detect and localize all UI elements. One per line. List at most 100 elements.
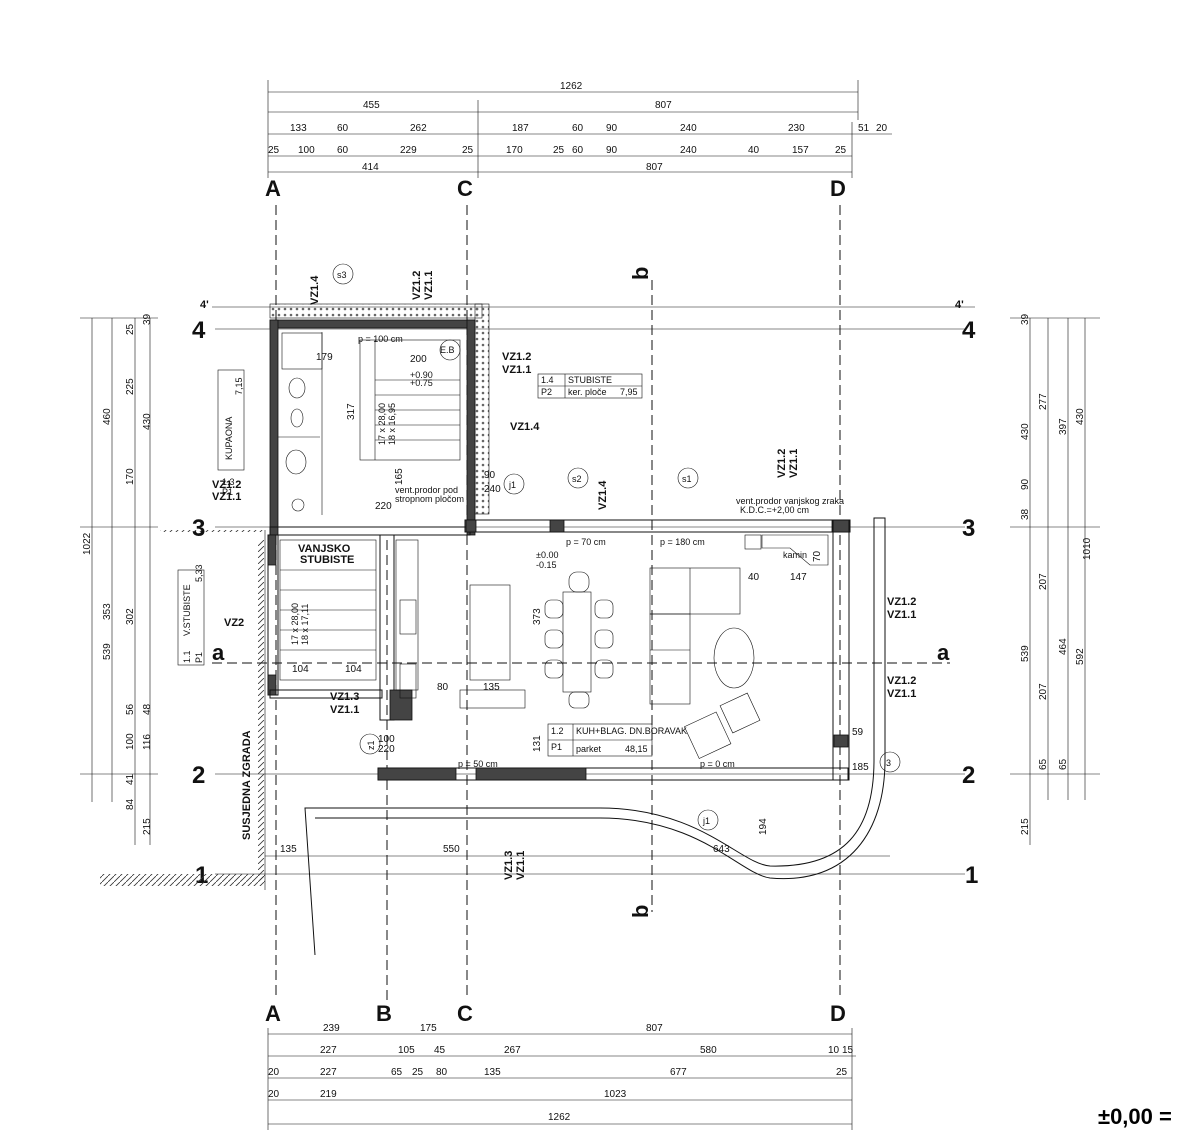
dim-left-mid: 430 (142, 413, 153, 430)
dim-top-r4: 240 (680, 145, 697, 156)
dim-left-total: 1022 (82, 532, 93, 555)
dim-top-r3: 230 (788, 123, 805, 134)
el-box-label: E.B (440, 345, 455, 355)
axis-label-d-bottom: D (830, 1001, 846, 1026)
dim-bottom-r1: 239 (323, 1023, 340, 1034)
dim-top-r4: 25 (268, 145, 280, 156)
wall-type-vz11: VZ1.1 (515, 851, 527, 880)
room-no-v-stubiste: 1.1 (182, 650, 192, 663)
dim-bottom-r2: 227 (320, 1045, 337, 1056)
dim-100: 100 (378, 734, 395, 745)
wall-type-vz13: VZ1.3 (503, 851, 515, 880)
wall-type-vz2: VZ2 (224, 617, 244, 629)
room-floor-v-stubiste: P1 (194, 652, 204, 663)
dim-104: 104 (345, 664, 362, 675)
wall-type-vz12: VZ1.2 (776, 449, 788, 478)
exterior-staircase: VANJSKO STUBISTE 17 x 28,00 18 x 17,11 1… (177, 539, 377, 681)
outer-walls (267, 303, 851, 781)
dim-bottom-r4: 1023 (604, 1089, 627, 1100)
vent-note-4: K.D.C.=+2,00 cm (740, 505, 809, 515)
level-000: ±0.00 (536, 550, 558, 560)
dim-left-outer: 215 (142, 818, 153, 835)
dim-top-r3: 51 (858, 123, 870, 134)
marker-j1: j1 (702, 816, 710, 826)
dim-right-inner: 277 (1038, 393, 1049, 410)
axis-labels-bottom: A B C D (265, 1001, 846, 1026)
grid-label-3-right: 3 (962, 515, 975, 542)
wall-type-vz14: VZ1.4 (597, 480, 609, 510)
wall-type-vz12: VZ1.2 (887, 675, 916, 687)
dim-bottom-r2: 10 (828, 1045, 840, 1056)
dim-top-r3: 262 (410, 123, 427, 134)
dim-top-r4: 60 (337, 145, 349, 156)
staircase: E.B 200 +0.90 +0.75 17 x 28,00 18 x 16,9… (359, 339, 643, 461)
dim-right-small: 38 (1020, 508, 1031, 520)
room-area-living: 48,15 (625, 744, 648, 754)
dim-317: 317 (346, 403, 357, 420)
living-room: kamin 70 40 147 373 131 135 80 ±0.00 -0.… (395, 534, 829, 759)
dim-left-inner: 170 (125, 468, 136, 485)
wall-type-vz12: VZ1.2 (502, 351, 531, 363)
room-no-kupaona: 1.3 (222, 477, 235, 487)
wall-type-vz13: VZ1.3 (330, 691, 359, 703)
dim-top-r4: 157 (792, 145, 809, 156)
level-legend: ±0,00 = (1098, 1104, 1172, 1129)
dim-top-r3: 60 (572, 123, 584, 134)
dim-bottom-r4: 219 (320, 1089, 337, 1100)
dim-643: 643 (713, 844, 730, 855)
dim-bottom-r3: 80 (436, 1067, 448, 1078)
fireplace-label: kamin (783, 550, 807, 560)
axis-label-c-bottom: C (457, 1001, 473, 1026)
room-finish-living: parket (576, 744, 602, 754)
dim-top-total: 1262 (560, 81, 583, 92)
window-note: p = 100 cm (358, 334, 403, 344)
dim-right-inner: 65 (1038, 758, 1049, 770)
dim-right-small: 90 (1020, 478, 1031, 490)
dim-104: 104 (292, 664, 309, 675)
dim-left-inner: 302 (125, 608, 136, 625)
axis-label-d-top: D (830, 176, 846, 201)
dim-top-r3: 240 (680, 123, 697, 134)
dim-179: 179 (316, 352, 333, 363)
dim-left-small: 100 (125, 733, 136, 750)
dim-240: 240 (484, 484, 501, 495)
dim-left-small: 25 (125, 323, 136, 335)
dim-bottom-r3: 25 (836, 1067, 848, 1078)
marker-j1: j1 (508, 480, 516, 490)
marker-s3: s3 (337, 270, 347, 280)
vent-note-1: vent.prodor pod (395, 485, 458, 495)
marker-z1: z1 (366, 740, 376, 750)
dim-bottom-r3: 20 (268, 1067, 280, 1078)
dim-147: 147 (790, 572, 807, 583)
dim-185: 185 (852, 762, 869, 773)
dim-220: 220 (375, 501, 392, 512)
dim-top-r4: 170 (506, 145, 523, 156)
vent-note-3: vent.prodor vanjskog zraka (736, 496, 844, 506)
opening-labels: p = 70 cm p = 180 cm p = 50 cm p = 0 cm … (358, 334, 869, 773)
axis-label-a-bottom: A (265, 1001, 281, 1026)
room-name-v-stubiste: V.STUBISTE (182, 584, 192, 636)
dim-top-r4: 25 (553, 145, 565, 156)
wall-type-vz12: VZ1.2 (887, 596, 916, 608)
dim-top-r4: 25 (835, 145, 847, 156)
axis-labels-top: A C D (265, 176, 846, 201)
dim-bottom-r2: 580 (700, 1045, 717, 1056)
dim-top-r4: 229 (400, 145, 417, 156)
grid-label-3-left: 3 (192, 515, 205, 542)
dim-165: 165 (394, 468, 405, 485)
dim-right-outer: 430 (1020, 423, 1031, 440)
dim-right-inner: 207 (1038, 573, 1049, 590)
dim-top-r3: 90 (606, 123, 618, 134)
room-name-kupaona: KUPAONA (224, 417, 234, 460)
wall-type-vz14: VZ1.4 (510, 421, 540, 433)
bottom-dimension-chain: 239 175 807 227 105 45 267 580 10 15 20 … (267, 1023, 856, 1130)
room-area-kupaona: 7,15 (234, 377, 244, 395)
neighbour-building: SUSJEDNA ZGRADA (100, 530, 266, 890)
dim-left-small: 84 (125, 798, 136, 810)
grid-label-2-right: 2 (962, 762, 975, 789)
dim-left-mid: 353 (102, 603, 113, 620)
grid-label-4-left: 4 (192, 317, 206, 344)
dim-left-small: 41 (125, 773, 136, 785)
wall-type-vz11: VZ1.1 (788, 449, 800, 478)
